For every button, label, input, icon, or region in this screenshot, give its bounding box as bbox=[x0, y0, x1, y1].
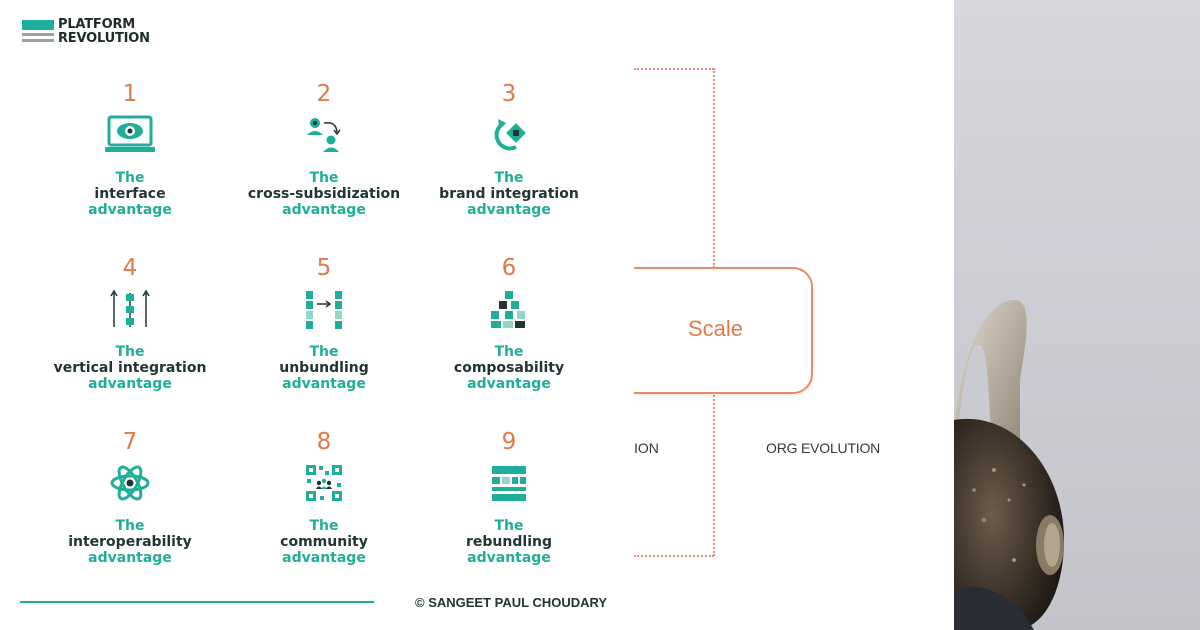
advantage-suffix: advantage bbox=[282, 376, 366, 392]
advantage-suffix: advantage bbox=[88, 202, 172, 218]
scale-box-crop bbox=[580, 250, 634, 410]
advantage-number: 4 bbox=[122, 255, 138, 281]
advantage-suffix: advantage bbox=[467, 202, 551, 218]
platform-revolution-logo: PLATFORM REVOLUTION bbox=[22, 18, 150, 51]
advantage-name: unbundling bbox=[279, 360, 369, 376]
advantage-suffix: advantage bbox=[282, 550, 366, 566]
slide-canvas: PLATFORM REVOLUTION 1 The interface adva… bbox=[20, 17, 881, 610]
advantage-the: The bbox=[494, 518, 524, 534]
unbundle-blocks-icon bbox=[229, 288, 419, 330]
advantage-name: composability bbox=[453, 360, 565, 376]
logo-mark-icon bbox=[22, 20, 54, 42]
advantage-suffix: advantage bbox=[282, 202, 366, 218]
advantage-name: interoperability bbox=[68, 534, 192, 550]
advantage-name: interface bbox=[94, 186, 166, 202]
advantage-number: 2 bbox=[316, 81, 332, 107]
advantage-card-brand-integration: 3 The brand integration advantage bbox=[414, 82, 604, 218]
advantage-suffix: advantage bbox=[88, 550, 172, 566]
advantage-the: The bbox=[309, 518, 339, 534]
monitor-eye-icon bbox=[35, 114, 225, 156]
advantage-the: The bbox=[309, 170, 339, 186]
advantage-number: 1 bbox=[122, 81, 138, 107]
advantage-name: vertical integration bbox=[53, 360, 207, 376]
advantage-name: community bbox=[280, 534, 368, 550]
advantage-the: The bbox=[115, 518, 145, 534]
footer-divider bbox=[20, 601, 374, 603]
advantage-number: 6 bbox=[501, 255, 517, 281]
advantage-name: brand integration bbox=[439, 186, 579, 202]
advantage-name: cross-subsidization bbox=[247, 186, 401, 202]
advantage-the: The bbox=[115, 170, 145, 186]
advantage-card-cross-subsidization: 2 The cross-subsidization advantage bbox=[229, 82, 419, 218]
advantage-card-unbundling: 5 The unbundling advantage bbox=[229, 256, 419, 392]
advantage-suffix: advantage bbox=[467, 376, 551, 392]
advantage-suffix: advantage bbox=[467, 550, 551, 566]
advantage-card-vertical-integration: 4 The vertical integration advantage bbox=[35, 256, 225, 392]
bracket-bottom-line bbox=[634, 555, 714, 557]
logo-text: PLATFORM REVOLUTION bbox=[58, 18, 150, 46]
advantage-the: The bbox=[494, 170, 524, 186]
org-evolution-label: ORG EVOLUTION bbox=[766, 440, 881, 456]
advantage-number: 3 bbox=[501, 81, 517, 107]
advantage-card-composability: 6 The composability advantage bbox=[414, 256, 604, 392]
advantage-card-rebundling: 9 The rebundling advantage bbox=[414, 430, 604, 566]
advantage-name: rebundling bbox=[466, 534, 552, 550]
advantage-number: 5 bbox=[316, 255, 332, 281]
logo-line-2: REVOLUTION bbox=[58, 31, 150, 46]
block-pyramid-icon bbox=[414, 288, 604, 330]
advantage-number: 8 bbox=[316, 429, 332, 455]
mug-photo bbox=[954, 0, 1200, 630]
left-evolution-label: ION bbox=[634, 440, 659, 456]
advantage-card-community: 8 bbox=[229, 430, 419, 566]
user-transfer-icon bbox=[229, 114, 419, 156]
bracket-vertical-bottom-line bbox=[713, 392, 715, 556]
scale-label: Scale bbox=[688, 316, 744, 341]
vertical-arrows-icon bbox=[35, 288, 225, 330]
bracket-top-line bbox=[634, 68, 714, 70]
refresh-brand-icon bbox=[414, 114, 604, 156]
advantage-the: The bbox=[494, 344, 524, 360]
advantage-the: The bbox=[309, 344, 339, 360]
advantage-number: 7 bbox=[122, 429, 138, 455]
rebundle-blocks-icon bbox=[414, 462, 604, 504]
community-grid-icon bbox=[229, 462, 419, 504]
logo-line-1: PLATFORM bbox=[58, 17, 136, 32]
bracket-vertical-top-line bbox=[713, 68, 715, 268]
advantage-suffix: advantage bbox=[88, 376, 172, 392]
atom-icon bbox=[35, 462, 225, 504]
advantage-card-interface: 1 The interface advantage bbox=[35, 82, 225, 218]
advantage-card-interoperability: 7 The interoperability advantage bbox=[35, 430, 225, 566]
advantage-number: 9 bbox=[501, 429, 517, 455]
mug-photo-illustration bbox=[954, 300, 1064, 630]
advantage-the: The bbox=[115, 344, 145, 360]
copyright-text: © SANGEET PAUL CHOUDARY bbox=[415, 595, 608, 610]
